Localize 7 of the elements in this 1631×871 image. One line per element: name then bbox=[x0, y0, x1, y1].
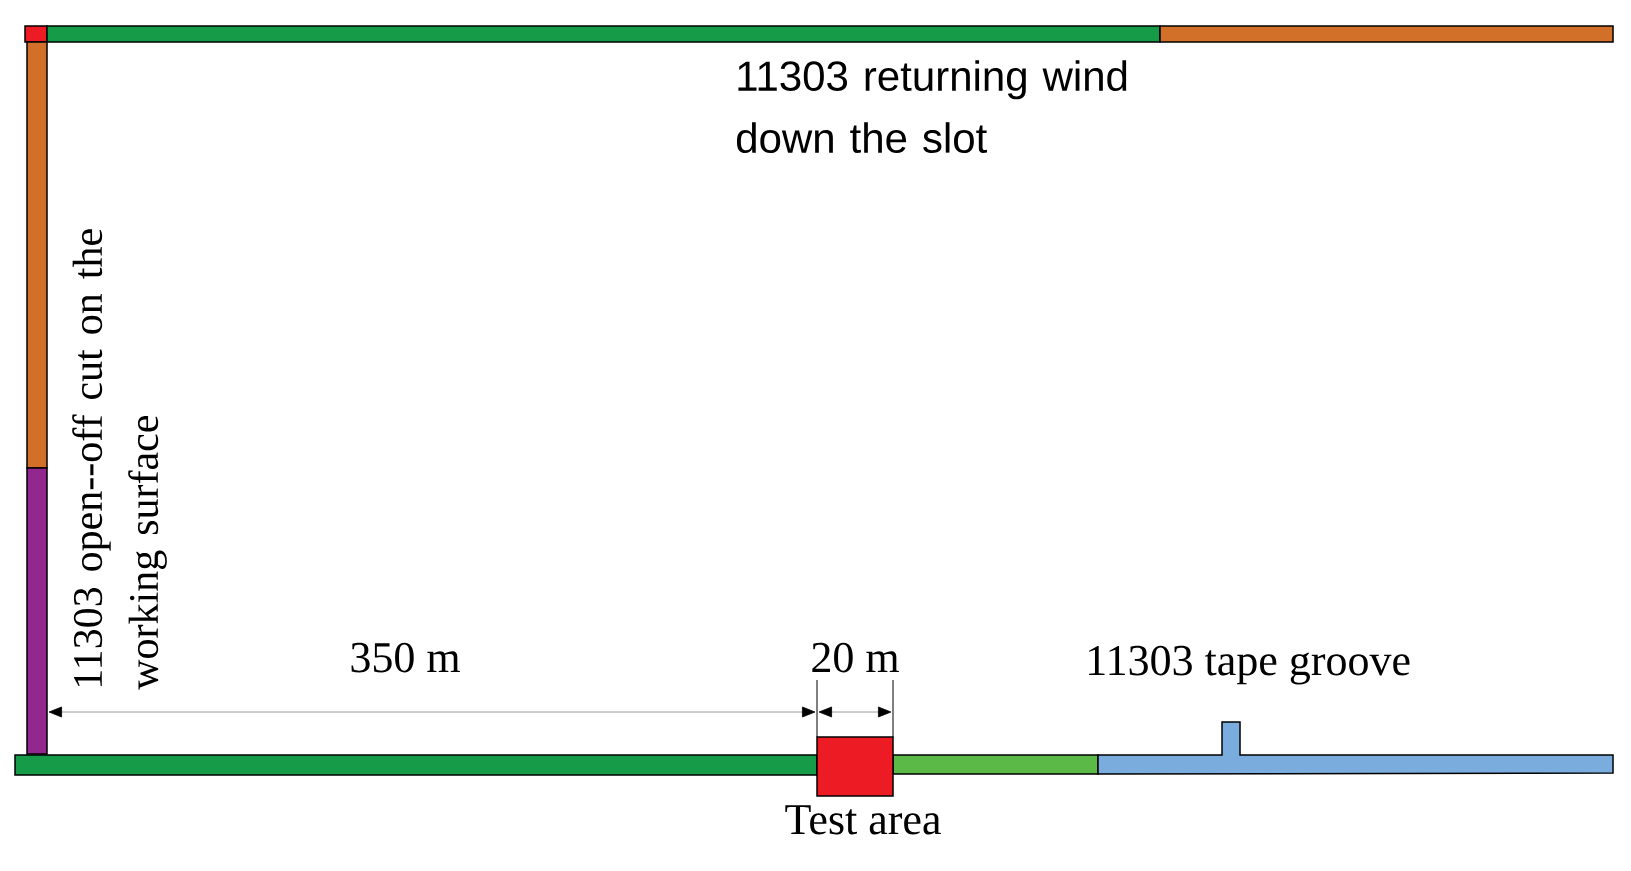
dimension-label: 20 m bbox=[812, 642, 899, 673]
test-area-box: Test area bbox=[785, 736, 941, 835]
node-label: Test area bbox=[785, 805, 941, 835]
groove-label: 11303 tape groove bbox=[1089, 645, 1410, 685]
rotated-label: 11303 open--off cut on the working surface bbox=[72, 229, 167, 690]
dimension-label: 350 m bbox=[351, 642, 460, 673]
wind-label: 11303 returning wind down the slot bbox=[736, 60, 1127, 154]
